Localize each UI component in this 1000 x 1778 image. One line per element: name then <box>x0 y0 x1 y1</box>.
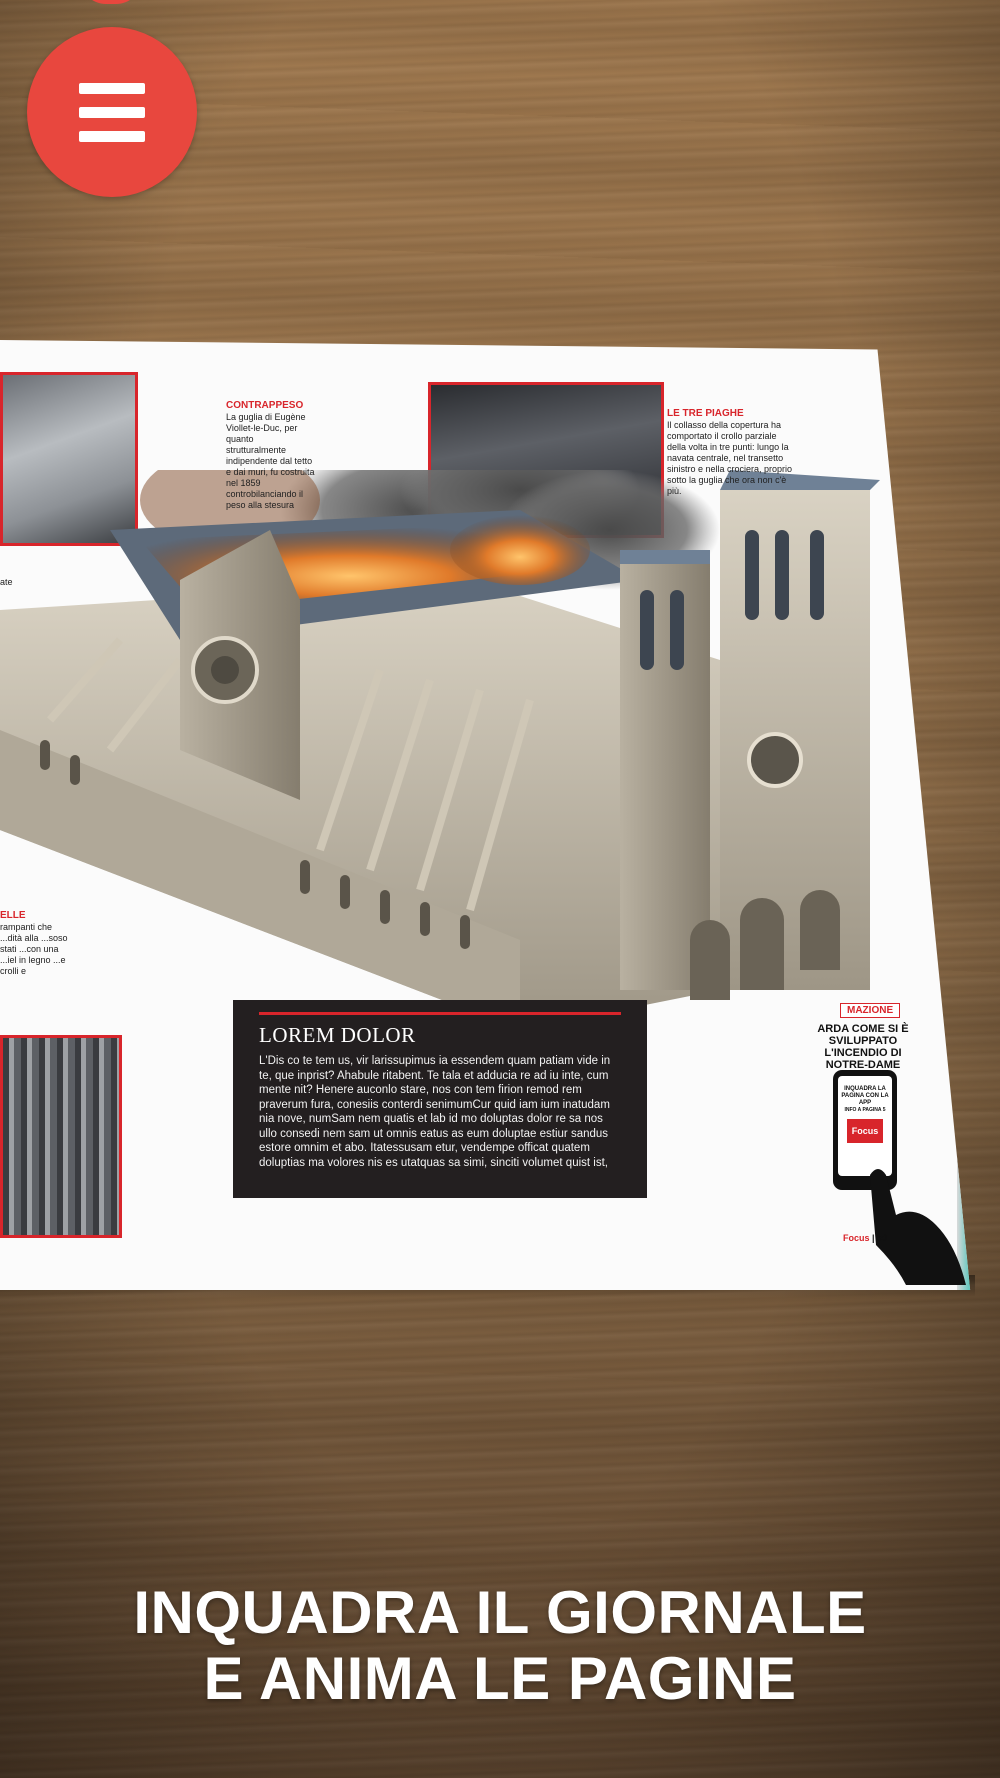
promo-badge: MAZIONE <box>840 1003 901 1018</box>
lorem-box-body: L'Dis co te tem us, vir larissupimus ia … <box>259 1055 611 1169</box>
page-number: Focus | 59 <box>843 1233 887 1243</box>
page-brand: Focus <box>843 1233 870 1243</box>
phone-screen-text: INQUADRA LA PAGINA CON LA APP <box>841 1086 889 1106</box>
phone-screen: INQUADRA LA PAGINA CON LA APP INFO A PAG… <box>838 1076 892 1176</box>
headline-line-1: INQUADRA IL GIORNALE <box>133 1579 867 1646</box>
lorem-box-title: LOREM DOLOR <box>259 1023 416 1047</box>
photo-scaffold-bottom-left <box>0 1035 122 1238</box>
left-edge-text: rampanti che ...dità alla ...soso stati … <box>0 922 68 976</box>
lorem-text-box: LOREM DOLOR L'Dis co te tem us, vir lari… <box>233 1000 647 1198</box>
right-article-kicker: LE TRE PIAGHE <box>667 408 744 419</box>
menu-button[interactable] <box>27 27 197 197</box>
hamburger-menu-icon <box>79 82 145 142</box>
instruction-headline: INQUADRA IL GIORNALE E ANIMA LE PAGINE <box>0 1580 1000 1712</box>
notre-dame-illustration <box>0 470 880 1030</box>
left-edge-stub-text: ate <box>0 577 13 587</box>
page-number-value: 59 <box>877 1233 888 1243</box>
phone-screen-subtext: INFO A PAGINA 5 <box>844 1107 886 1113</box>
focus-logo: Focus <box>847 1119 883 1143</box>
lorem-box-red-rule <box>259 1012 621 1015</box>
phone-icon: INQUADRA LA PAGINA CON LA APP INFO A PAG… <box>833 1070 897 1190</box>
left-article-kicker: CONTRAPPESO <box>226 400 304 411</box>
right-article-text: Il collasso della copertura ha comportat… <box>667 420 793 496</box>
headline-line-2: E ANIMA LE PAGINE <box>203 1645 797 1712</box>
page-number-separator: | <box>869 1233 878 1243</box>
left-edge-kicker: ELLE <box>0 910 26 921</box>
photo-scaffold-top-left <box>0 372 138 546</box>
promo-text: ARDA COME SI È SVILUPPATO L'INCENDIO DI … <box>817 1023 909 1071</box>
partial-red-dot <box>80 0 142 4</box>
left-article-text: La guglia di Eugène Viollet-le-Duc, per … <box>226 412 315 510</box>
hand-icon <box>870 1169 966 1285</box>
